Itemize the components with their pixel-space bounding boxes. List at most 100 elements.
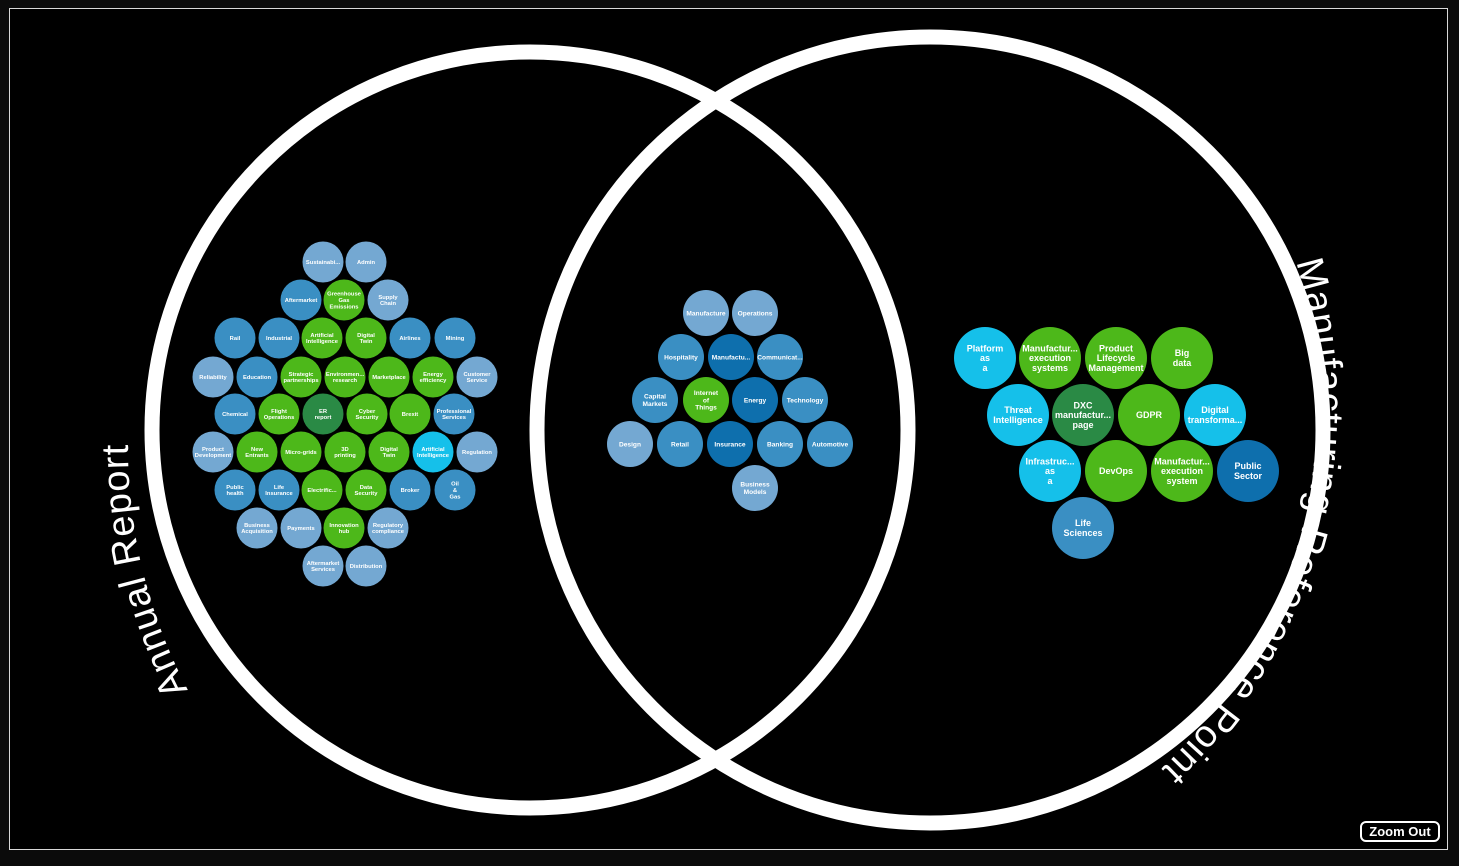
left-bubble-admin[interactable]: Admin (345, 241, 387, 283)
left-bubble-chemical[interactable]: Chemical (214, 393, 256, 435)
bubble-circle (214, 469, 256, 511)
bubble-circle (1151, 440, 1213, 502)
left-bubble-payments[interactable]: Payments (280, 507, 322, 549)
bubble-label: Manufacture (686, 310, 726, 317)
bubble-circle (708, 334, 754, 380)
left-bubble-brexit[interactable]: Brexit (389, 393, 431, 435)
bubble-label: Rail (230, 336, 241, 342)
left-bubble-rail[interactable]: Rail (214, 317, 256, 359)
left-bubble-aftermarket[interactable]: Aftermarket (280, 279, 322, 321)
bubble-label: Banking (767, 441, 793, 448)
middle-bubble-design[interactable]: Design (607, 421, 653, 467)
bubble-circle (683, 377, 729, 423)
left-bubble-electrific[interactable]: Electrific... (301, 469, 343, 511)
left-bubble-sustainabi[interactable]: Sustainabi... (302, 241, 344, 283)
bubble-circle (258, 393, 300, 435)
left-bubble-oil-gas[interactable]: Oil&Gas (434, 469, 476, 511)
middle-bubble-retail[interactable]: Retail (657, 421, 703, 467)
middle-bubble-hospitality[interactable]: Hospitality (658, 334, 704, 380)
left-bubble-broker[interactable]: Broker (389, 469, 431, 511)
left-bubble-education[interactable]: Education (236, 356, 278, 398)
middle-bubble-manufacture[interactable]: Manufacture (683, 290, 729, 336)
bubble-label: Airlines (399, 336, 420, 342)
middle-bubble-operations[interactable]: Operations (732, 290, 778, 336)
left-bubble-industrial[interactable]: Industrial (258, 317, 300, 359)
left-bubble-micro-grids[interactable]: Micro-grids (280, 431, 322, 473)
middle-bubble-insurance[interactable]: Insurance (707, 421, 753, 467)
bubble-circle (1217, 440, 1279, 502)
right-bubble-devops[interactable]: DevOps (1085, 440, 1147, 502)
left-bubble-distribution[interactable]: Distribution (345, 545, 387, 587)
left-bubble-environmen-research[interactable]: Environmen...research (324, 356, 366, 398)
right-bubble-gdpr[interactable]: GDPR (1118, 384, 1180, 446)
middle-bubble-banking[interactable]: Banking (757, 421, 803, 467)
left-bubble-mining[interactable]: Mining (434, 317, 476, 359)
left-bubble-marketplace[interactable]: Marketplace (368, 356, 410, 398)
middle-bubble-technology[interactable]: Technology (782, 377, 828, 423)
middle-bubble-automotive[interactable]: Automotive (807, 421, 853, 467)
bubble-circle (1085, 327, 1147, 389)
middle-bubble-energy[interactable]: Energy (732, 377, 778, 423)
left-bubble-airlines[interactable]: Airlines (389, 317, 431, 359)
left-bubble-reliability[interactable]: Reliability (192, 356, 234, 398)
bubble-label: Insurance (714, 441, 745, 448)
bubble-label: Retail (671, 441, 689, 448)
bubble-circle (1151, 327, 1213, 389)
bubble-circle (987, 384, 1049, 446)
bubble-circle (258, 317, 300, 359)
middle-bubble-manufactu[interactable]: Manufactu... (708, 334, 754, 380)
bubble-circle (434, 317, 476, 359)
middle-bubble-communicat[interactable]: Communicat... (757, 334, 803, 380)
bubble-label: Operations (738, 310, 773, 317)
zoom-out-button[interactable]: Zoom Out (1360, 821, 1440, 842)
left-bubble-regulation[interactable]: Regulation (456, 431, 498, 473)
